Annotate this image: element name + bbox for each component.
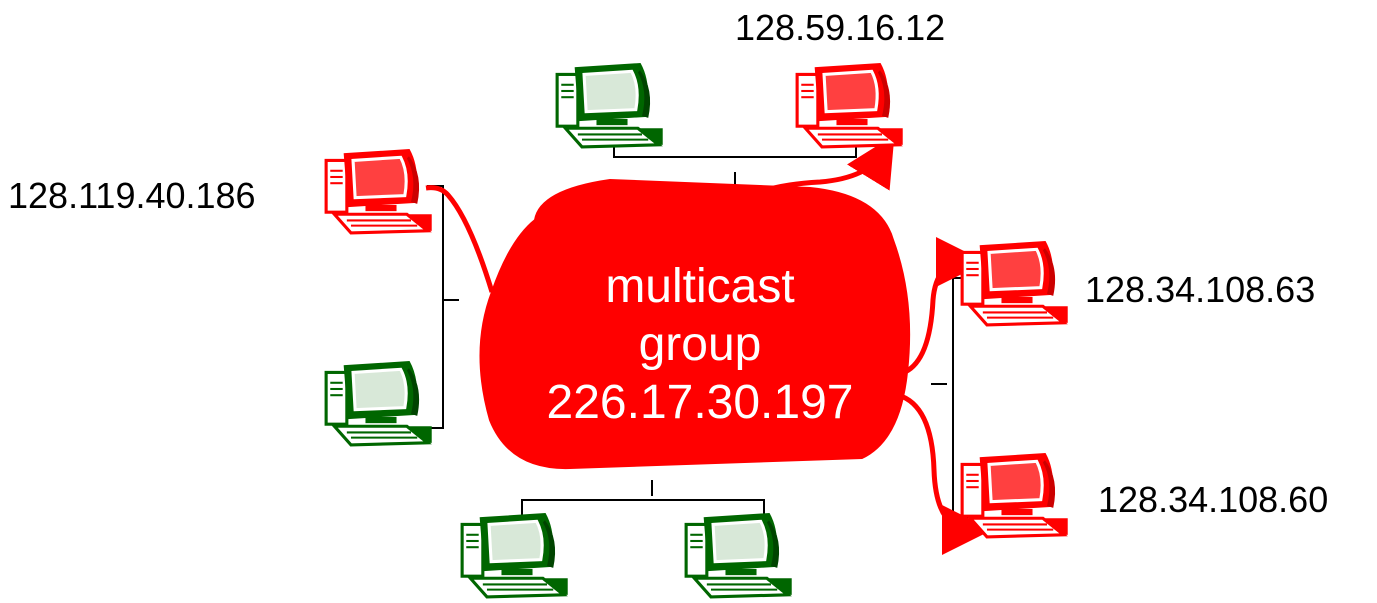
computer-icon-right-top-member — [960, 240, 1070, 327]
multicast-group-label: multicast group 226.17.30.197 — [490, 258, 910, 432]
cloud-line-2: group — [638, 318, 762, 371]
computer-icon-bottom-right-nonmember — [684, 512, 794, 599]
multicast-paths — [425, 134, 992, 555]
lan-bottom — [521, 499, 765, 518]
host-address-left-top: 128.119.40.186 — [8, 175, 256, 216]
computer-icon-top-right-member — [795, 62, 905, 149]
computer-icon-left-top-member — [324, 148, 434, 235]
host-address-top-right: 128.59.16.12 — [735, 7, 946, 48]
host-address-right-bottom: 128.34.108.60 — [1098, 479, 1329, 520]
path-to-right-top — [903, 237, 986, 375]
host-address-right-top: 128.34.108.63 — [1085, 269, 1316, 310]
cloud-line-3: 226.17.30.197 — [546, 376, 854, 429]
path-to-top-right — [730, 134, 895, 209]
path-to-left-top — [425, 185, 495, 293]
multicast-group-cloud — [479, 178, 911, 470]
computer-icon-right-bottom-member — [960, 452, 1070, 539]
path-to-right-bottom — [897, 392, 992, 555]
computer-icon-left-bottom-nonmember — [324, 360, 434, 447]
cloud-line-1: multicast — [605, 260, 795, 313]
computer-icon-bottom-left-nonmember — [460, 512, 570, 599]
computer-icon-top-left-nonmember — [555, 62, 665, 149]
